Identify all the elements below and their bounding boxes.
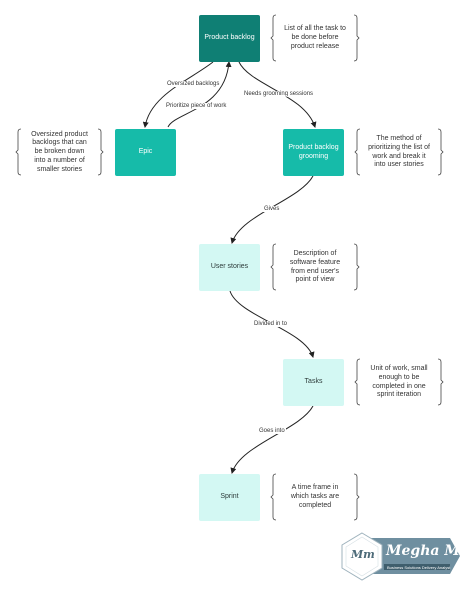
note-sprint: A time frame in which tasks are complete… (290, 484, 340, 509)
brand-name: Megha M. (386, 543, 465, 559)
edge-label-needs-grooming: Needs grooming sessions (243, 91, 315, 97)
node-epic[interactable]: Epic (115, 129, 176, 176)
note-epic: Oversized product backlogs that can be b… (31, 130, 88, 173)
edge-goes-into (230, 405, 314, 474)
note-product-backlog-grooming: The method of prioritizing the list of w… (368, 135, 430, 169)
edge-label-oversized-backlogs: Oversized backlogs (166, 81, 221, 87)
node-tasks[interactable]: Tasks (283, 359, 344, 406)
note-brackets (15, 14, 444, 521)
brand-monogram: Mm (351, 548, 375, 561)
brand-badge (341, 532, 460, 581)
note-product-backlog: List of all the task to be done before p… (284, 25, 346, 50)
note-user-stories: Description of software feature from end… (289, 250, 341, 284)
edge-oversized-backlogs (142, 61, 214, 128)
node-user-stories[interactable]: User stories (199, 244, 260, 291)
edge-label-prioritize-piece: Prioritize piece of work (165, 103, 228, 109)
edge-label-gives: Gives (263, 206, 281, 212)
node-product-backlog[interactable]: Product backlog (199, 15, 260, 62)
node-product-backlog-grooming[interactable]: Product backlog grooming (283, 129, 344, 176)
edge-label-divided-in-to: Divided in to (253, 321, 289, 327)
edge-label-goes-into: Goes into (258, 428, 286, 434)
note-tasks: Unit of work, small enough to be complet… (370, 365, 428, 399)
node-sprint[interactable]: Sprint (199, 474, 260, 521)
brand-subtitle: Business Solutions Delivery Analyst (387, 565, 451, 570)
